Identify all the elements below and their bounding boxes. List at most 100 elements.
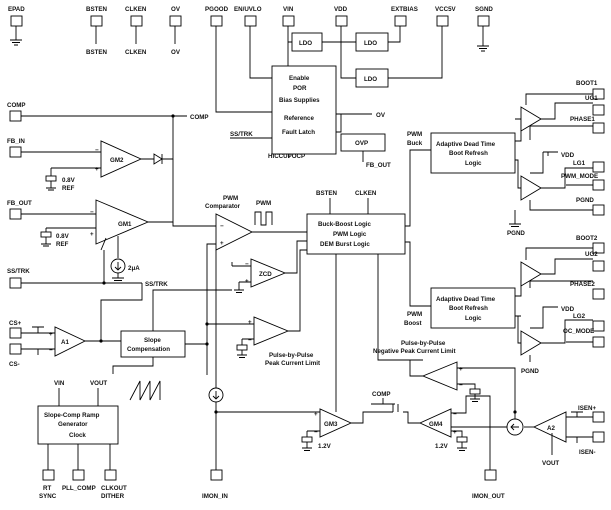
- control-line-enable: Enable: [289, 75, 310, 82]
- amp-a1-label: A1: [61, 339, 69, 346]
- zcd-plus: +: [245, 278, 249, 285]
- pin-fb-out: FB_OUT: [7, 200, 96, 220]
- pin-isen-plus-label: ISEN+: [578, 405, 596, 412]
- control-line-bias: Bias Supplies: [279, 97, 320, 104]
- pin-isen-plus: ISEN+: [566, 405, 605, 423]
- pin-isen-minus-label: ISEN-: [579, 449, 596, 456]
- logic-clken-label: CLKEN: [355, 190, 377, 197]
- pin-extbias-label: EXTBIAS: [391, 6, 418, 13]
- a1-plus: +: [49, 331, 53, 338]
- logic-line3: DEM Burst Logic: [320, 241, 370, 248]
- pin-en-uvlo-label: EN/UVLO: [234, 6, 262, 13]
- driver-lg2: VDD LG2 OC_MODE PGND: [515, 306, 605, 375]
- pin-lg1-label: LG1: [573, 160, 586, 167]
- peak-limit-line2: Peak Current Limit: [265, 360, 320, 367]
- pin-bsten-sublabel: BSTEN: [86, 49, 108, 56]
- driver-ug2: BOOT2 UG2 PHASE2: [515, 235, 605, 317]
- boost-line2: Boot Refresh: [449, 305, 488, 312]
- pin-cs-minus: CS-: [9, 326, 55, 368]
- pin-pwm-mode-label: PWM_MODE: [561, 173, 598, 180]
- peak-limit-line1: Pulse-by-Pulse: [269, 352, 314, 359]
- pin-imon-out-label: IMON_OUT: [472, 493, 505, 500]
- imon-in-path: [208, 250, 320, 470]
- comp-net-label: COMP: [190, 114, 209, 121]
- pin-clken-label: CLKEN: [125, 6, 147, 13]
- pin-comp-label: COMP: [7, 102, 26, 109]
- amp-gm3: GM3 + − 1.2V: [301, 408, 393, 451]
- pin-pgnd2-label: PGND: [521, 368, 539, 375]
- peak-plus: −: [248, 337, 252, 344]
- ref1-value: 0.8V: [62, 177, 76, 184]
- ref2-value: 0.8V: [56, 233, 70, 240]
- ref1-label: REF: [62, 185, 75, 192]
- gm4-plus: +: [453, 429, 457, 436]
- pwmcomp-minus: −: [220, 223, 224, 230]
- control-ss-trk-label: SS/TRK: [230, 131, 253, 138]
- ramp-gen-line2: Generator: [58, 421, 88, 428]
- pin-ss-trk-label: SS/TRK: [7, 268, 30, 275]
- pin-clkout-dither: CLKOUT DITHER: [101, 469, 127, 500]
- pin-imon-in-label: IMON_IN: [202, 493, 228, 500]
- ramp-vout-label: VOUT: [90, 380, 107, 387]
- ldo-3: LDO: [355, 68, 389, 88]
- pin-ov: OV OV: [169, 6, 182, 56]
- driver-ug1: BOOT1 UG1 PHASE1: [515, 80, 605, 142]
- pin-extbias: EXTBIAS: [388, 6, 418, 43]
- ldo-1: LDO: [291, 32, 323, 52]
- control-line-reference: Reference: [284, 115, 314, 122]
- buck-driver-block: PWM Buck Adaptive Dead Time Boot Refresh…: [407, 131, 516, 174]
- amp-a2-label: A2: [547, 425, 555, 432]
- comp-bottom-label: COMP: [372, 391, 391, 398]
- buck-line3: Logic: [465, 160, 482, 167]
- boost-mode-label: Boost: [404, 320, 422, 327]
- comp-switch: COMP: [371, 391, 399, 412]
- ldo-3-label: LDO: [364, 76, 377, 83]
- vout-label: VOUT: [542, 460, 559, 467]
- pin-pll-comp: PLL_COMP: [62, 469, 96, 492]
- pin-clken: CLKEN CLKEN: [125, 6, 147, 56]
- amp-gm4-label: GM4: [429, 421, 443, 428]
- control-block: Enable POR Bias Supplies Reference Fault…: [230, 65, 386, 160]
- pwm-comparator-label2: Comparator: [205, 203, 241, 210]
- pin-comp: COMP COMP: [7, 102, 209, 122]
- pin-phase2-label: PHASE2: [570, 281, 595, 288]
- pin-phase1-label: PHASE1: [570, 116, 595, 123]
- vdd1-label: VDD: [561, 152, 575, 159]
- pin-rt-label: RT: [43, 485, 51, 492]
- pin-clkout-label: CLKOUT: [101, 485, 127, 492]
- ramp-vin-label: VIN: [54, 380, 65, 387]
- gm3-ref-label: 1.2V: [318, 443, 332, 450]
- amp-a1: A1 + −: [49, 283, 143, 357]
- amp-gm2: GM2 − + 0.8V REF: [45, 116, 174, 192]
- pin-boot1-label: BOOT1: [576, 80, 598, 87]
- logic-line2: PWM Logic: [333, 231, 367, 238]
- pin-pgood-label: PGOOD: [205, 6, 229, 13]
- pin-ug1-label: UG1: [585, 95, 598, 102]
- pin-ov-label: OV: [171, 6, 181, 13]
- gm2-plus: +: [95, 166, 99, 173]
- amp-gm1-label: GM1: [118, 221, 132, 228]
- pwm-comparator: − + PWM Comparator PWM: [172, 195, 307, 375]
- pin-en-uvlo: EN/UVLO: [234, 6, 272, 79]
- buck-mode-label: Buck: [407, 140, 423, 147]
- neg-limit-line2: Negative Peak Current Limit: [373, 348, 456, 355]
- boost-driver-block: PWM Boost Adaptive Dead Time Boot Refres…: [404, 287, 516, 329]
- pgnd1-ground-label: PGND: [507, 230, 525, 237]
- ldo-2-label: LDO: [364, 40, 377, 47]
- pin-epad: EPAD: [8, 6, 25, 46]
- pin-bsten-label: BSTEN: [86, 6, 108, 13]
- ovp-label: OVP: [355, 140, 368, 147]
- pin-cs-plus-label: CS+: [9, 320, 22, 327]
- pin-vin-label: VIN: [283, 6, 294, 13]
- pin-boot2-label: BOOT2: [576, 235, 598, 242]
- pin-fb-out-label: FB_OUT: [7, 200, 32, 207]
- ref2-label: REF: [56, 241, 69, 248]
- buck-line1: Adaptive Dead Time: [436, 141, 496, 148]
- ramp-gen-line3: Clock: [69, 432, 86, 439]
- slope-comp-line1: Slope: [144, 337, 161, 344]
- gm3-minus: −: [314, 429, 318, 436]
- vdd2-label: VDD: [561, 306, 575, 313]
- pwmcomp-plus: +: [220, 240, 224, 247]
